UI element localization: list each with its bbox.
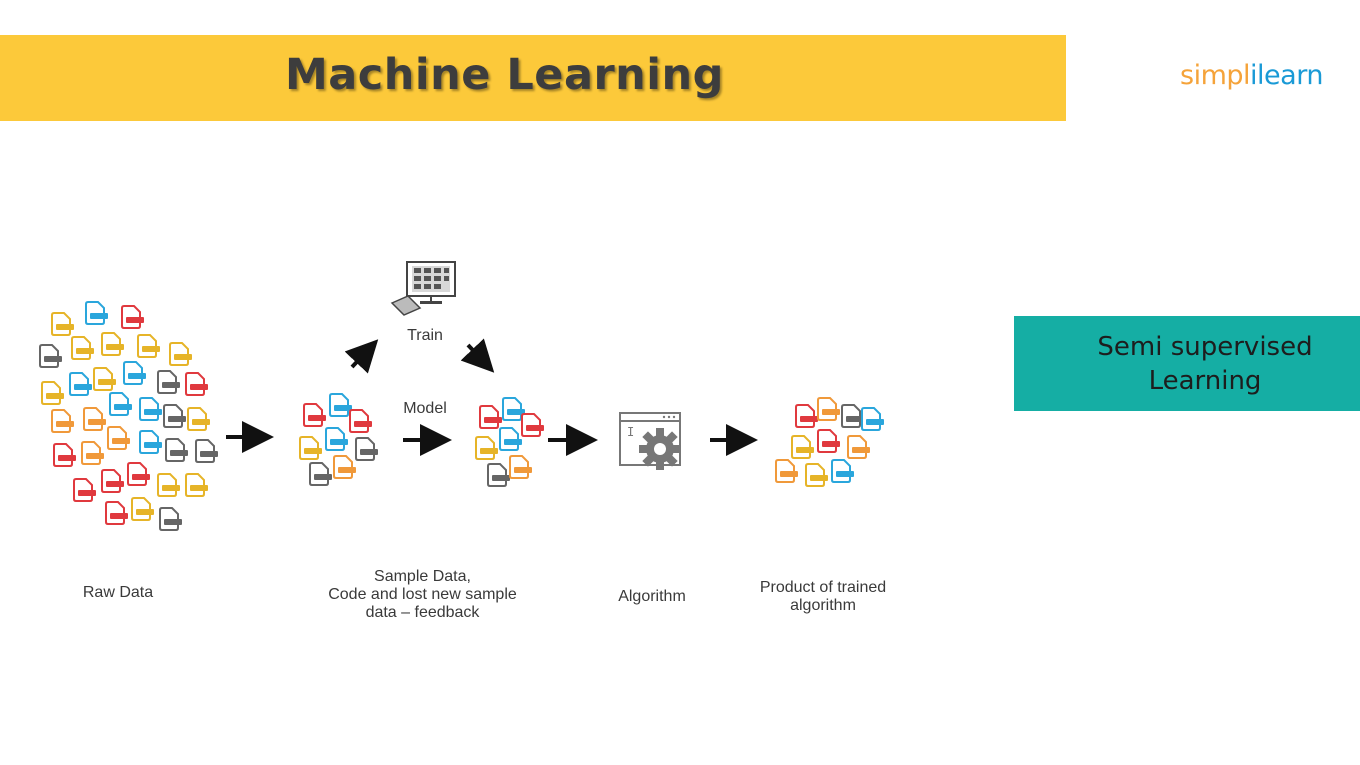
semi-supervised-callout	[1014, 316, 1360, 411]
document-icons	[39, 301, 884, 531]
algorithm-label: Algorithm	[618, 588, 686, 605]
document-icon	[817, 397, 840, 421]
document-icon	[841, 404, 864, 428]
document-icon	[101, 469, 124, 493]
document-icon	[187, 407, 210, 431]
svg-text:I: I	[627, 425, 634, 439]
document-icon	[71, 336, 94, 360]
gear-icon: I	[619, 412, 681, 470]
document-icon	[51, 312, 74, 336]
document-icon	[105, 501, 128, 525]
arrow-icon	[460, 338, 495, 373]
product-line-1: Product of trained	[759, 579, 887, 596]
document-icon	[805, 463, 828, 487]
document-icon	[101, 332, 124, 356]
document-icon	[127, 462, 150, 486]
document-icon	[185, 372, 208, 396]
train-label: Train	[407, 327, 443, 344]
document-icon	[157, 370, 180, 394]
raw-data-label: Raw Data	[82, 584, 154, 601]
document-icon	[39, 344, 62, 368]
document-icon	[93, 367, 116, 391]
sample-data-line-3: data – feedback	[365, 604, 480, 621]
document-icon	[109, 392, 132, 416]
document-icon	[83, 407, 106, 431]
document-icon	[169, 342, 192, 366]
document-icon	[299, 436, 322, 460]
document-icon	[795, 404, 818, 428]
document-icon	[509, 455, 532, 479]
document-icon	[163, 404, 186, 428]
product-line-2: algorithm	[790, 597, 856, 614]
document-icon	[479, 405, 502, 429]
document-icon	[333, 455, 356, 479]
document-icon	[831, 459, 854, 483]
document-icon	[303, 403, 326, 427]
simplilearn-logo: simplilearn	[1180, 60, 1340, 100]
document-icon	[51, 409, 74, 433]
document-icon	[521, 413, 544, 437]
document-icon	[121, 305, 144, 329]
document-icon	[487, 463, 510, 487]
logo-part-1: simpl	[1180, 60, 1251, 91]
document-icon	[81, 441, 104, 465]
document-icon	[85, 301, 108, 325]
document-icon	[349, 409, 372, 433]
document-icon	[123, 361, 146, 385]
document-icon	[107, 426, 130, 450]
sample-data-line-1: Sample Data,	[374, 568, 471, 585]
callout-line-1: Semi supervised	[1097, 332, 1313, 362]
document-icon	[157, 473, 180, 497]
document-icon	[139, 430, 162, 454]
document-icon	[329, 393, 352, 417]
document-icon	[861, 407, 884, 431]
document-icon	[139, 397, 162, 421]
document-icon	[791, 435, 814, 459]
document-icon	[325, 427, 348, 451]
logo-part-3: learn	[1257, 60, 1323, 91]
document-icon	[355, 437, 378, 461]
document-icon	[502, 397, 525, 421]
document-icon	[73, 478, 96, 502]
document-icon	[159, 507, 182, 531]
document-icon	[847, 435, 870, 459]
document-icon	[165, 438, 188, 462]
document-icon	[309, 462, 332, 486]
computer-icon	[390, 261, 456, 316]
title-banner	[0, 35, 1066, 121]
document-icon	[137, 334, 160, 358]
callout-text: Semi supervised Learning	[1060, 330, 1350, 398]
sample-data-label: Sample Data, Code and lost new sample da…	[300, 568, 545, 622]
document-icon	[775, 459, 798, 483]
page-title: Machine Learning	[285, 50, 724, 100]
model-label: Model	[403, 400, 447, 417]
sample-data-line-2: Code and lost new sample	[328, 586, 517, 603]
document-icon	[475, 436, 498, 460]
document-icon	[499, 427, 522, 451]
callout-line-2: Learning	[1148, 366, 1262, 396]
document-icon	[195, 439, 218, 463]
product-label: Product of trained algorithm	[738, 579, 908, 615]
document-icon	[131, 497, 154, 521]
document-icon	[817, 429, 840, 453]
document-icon	[53, 443, 76, 467]
document-icon	[69, 372, 92, 396]
arrow-icon	[344, 339, 379, 374]
logo-part-2: i	[1250, 60, 1258, 91]
document-icon	[185, 473, 208, 497]
document-icon	[41, 381, 64, 405]
